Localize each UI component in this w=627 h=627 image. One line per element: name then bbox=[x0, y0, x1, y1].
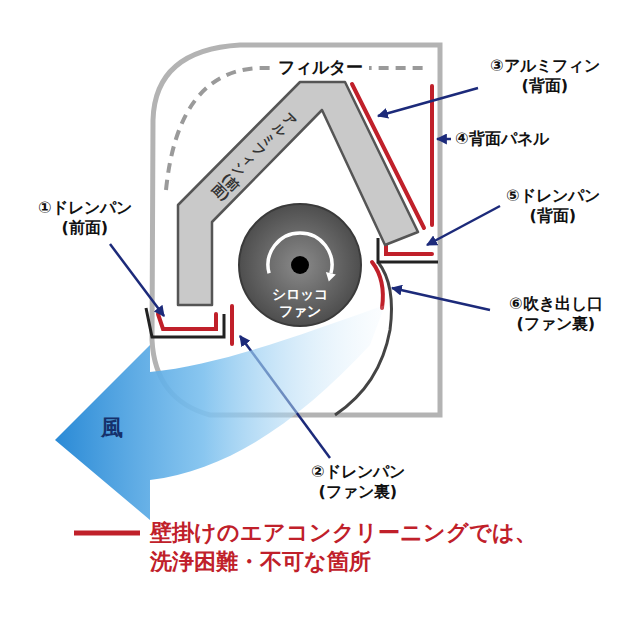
red-back-panel bbox=[430, 86, 434, 225]
leader-line bbox=[378, 88, 478, 116]
callout-label: ②ドレンパン (ファン裏) bbox=[311, 462, 405, 502]
callout-label: ④背面パネル bbox=[455, 129, 549, 149]
callout-label: ⑥吹き出し口 (ファン裏) bbox=[509, 294, 603, 334]
red-drain-fan-back bbox=[230, 306, 234, 344]
fan-axle bbox=[291, 256, 309, 274]
callout-label: ⑤ドレンパン (背面) bbox=[506, 186, 600, 226]
legend-swatch bbox=[72, 519, 144, 549]
rotation-arrow bbox=[268, 233, 332, 273]
node-text: アルミフィン(前面) bbox=[208, 110, 298, 200]
legend-text: 壁掛けのエアコンクリーニングでは、 洗浄困難・不可な箇所 bbox=[150, 519, 557, 576]
part-label: フィルター bbox=[272, 57, 369, 78]
leader-line bbox=[427, 206, 500, 245]
leader-line bbox=[437, 138, 451, 141]
drain-pan-front bbox=[146, 308, 224, 337]
red-drain-back bbox=[386, 244, 432, 254]
legend-row: 壁掛けのエアコンクリーニングでは、 洗浄困難・不可な箇所 bbox=[0, 519, 627, 583]
node-text: 風 bbox=[101, 415, 123, 441]
callout-label: ①ドレンパン (前面) bbox=[38, 198, 132, 238]
legend-line-sample bbox=[74, 531, 140, 536]
rotation-arrowhead bbox=[326, 272, 336, 282]
node-text: シロッコ ファン bbox=[272, 286, 328, 320]
red-outlet bbox=[372, 262, 383, 308]
callout-label: ③アルミフィン (背面) bbox=[490, 56, 600, 96]
leader-line bbox=[392, 288, 490, 310]
leader-line bbox=[110, 244, 164, 316]
sirocco-fan: シロッコ ファン bbox=[238, 203, 362, 327]
red-drain-front bbox=[158, 314, 216, 329]
fin-shape bbox=[178, 82, 418, 305]
fan-circle bbox=[239, 204, 361, 326]
